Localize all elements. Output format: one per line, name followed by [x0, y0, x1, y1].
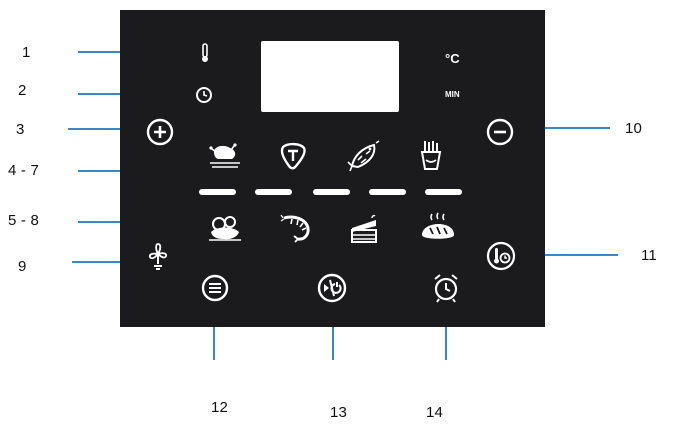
power-icon[interactable] [316, 272, 348, 304]
fan-icon[interactable] [146, 242, 170, 272]
indicator-bar-2 [255, 189, 292, 195]
alarm-clock-icon[interactable] [432, 273, 460, 303]
callout-3: 3 [16, 121, 25, 138]
chicken-icon[interactable] [206, 140, 244, 170]
indicator-bar-1 [199, 189, 236, 195]
bread-icon[interactable] [418, 210, 458, 244]
fries-icon[interactable] [418, 139, 444, 171]
callout-2: 2 [18, 82, 27, 99]
vegetables-icon[interactable] [205, 212, 245, 244]
callout-13: 13 [330, 404, 348, 421]
callout-1: 1 [22, 44, 31, 61]
callout-4-7: 4 - 7 [8, 162, 40, 179]
callout-12: 12 [211, 399, 229, 416]
callout-14: 14 [426, 404, 444, 421]
plus-circle-icon[interactable] [146, 118, 174, 146]
thermometer-icon[interactable] [196, 43, 214, 63]
callout-5-8: 5 - 8 [8, 212, 40, 229]
cake-icon[interactable] [348, 214, 382, 244]
clock-icon[interactable] [194, 85, 214, 105]
shrimp-icon[interactable] [280, 213, 314, 243]
indicator-bar-3 [313, 189, 350, 195]
indicator-bar-5 [425, 189, 462, 195]
display-screen [261, 41, 399, 112]
minus-circle-icon[interactable] [486, 118, 514, 146]
fish-icon[interactable] [346, 140, 382, 172]
callout-11: 11 [641, 247, 657, 264]
minutes-unit: MIN [445, 90, 460, 99]
menu-icon[interactable] [201, 274, 229, 302]
celsius-unit: °C [445, 51, 460, 66]
thermometer-clock-icon[interactable] [486, 241, 516, 271]
callout-9: 9 [18, 258, 27, 275]
indicator-bar-4 [369, 189, 406, 195]
steak-icon[interactable] [278, 141, 308, 171]
callout-10: 10 [625, 120, 643, 137]
